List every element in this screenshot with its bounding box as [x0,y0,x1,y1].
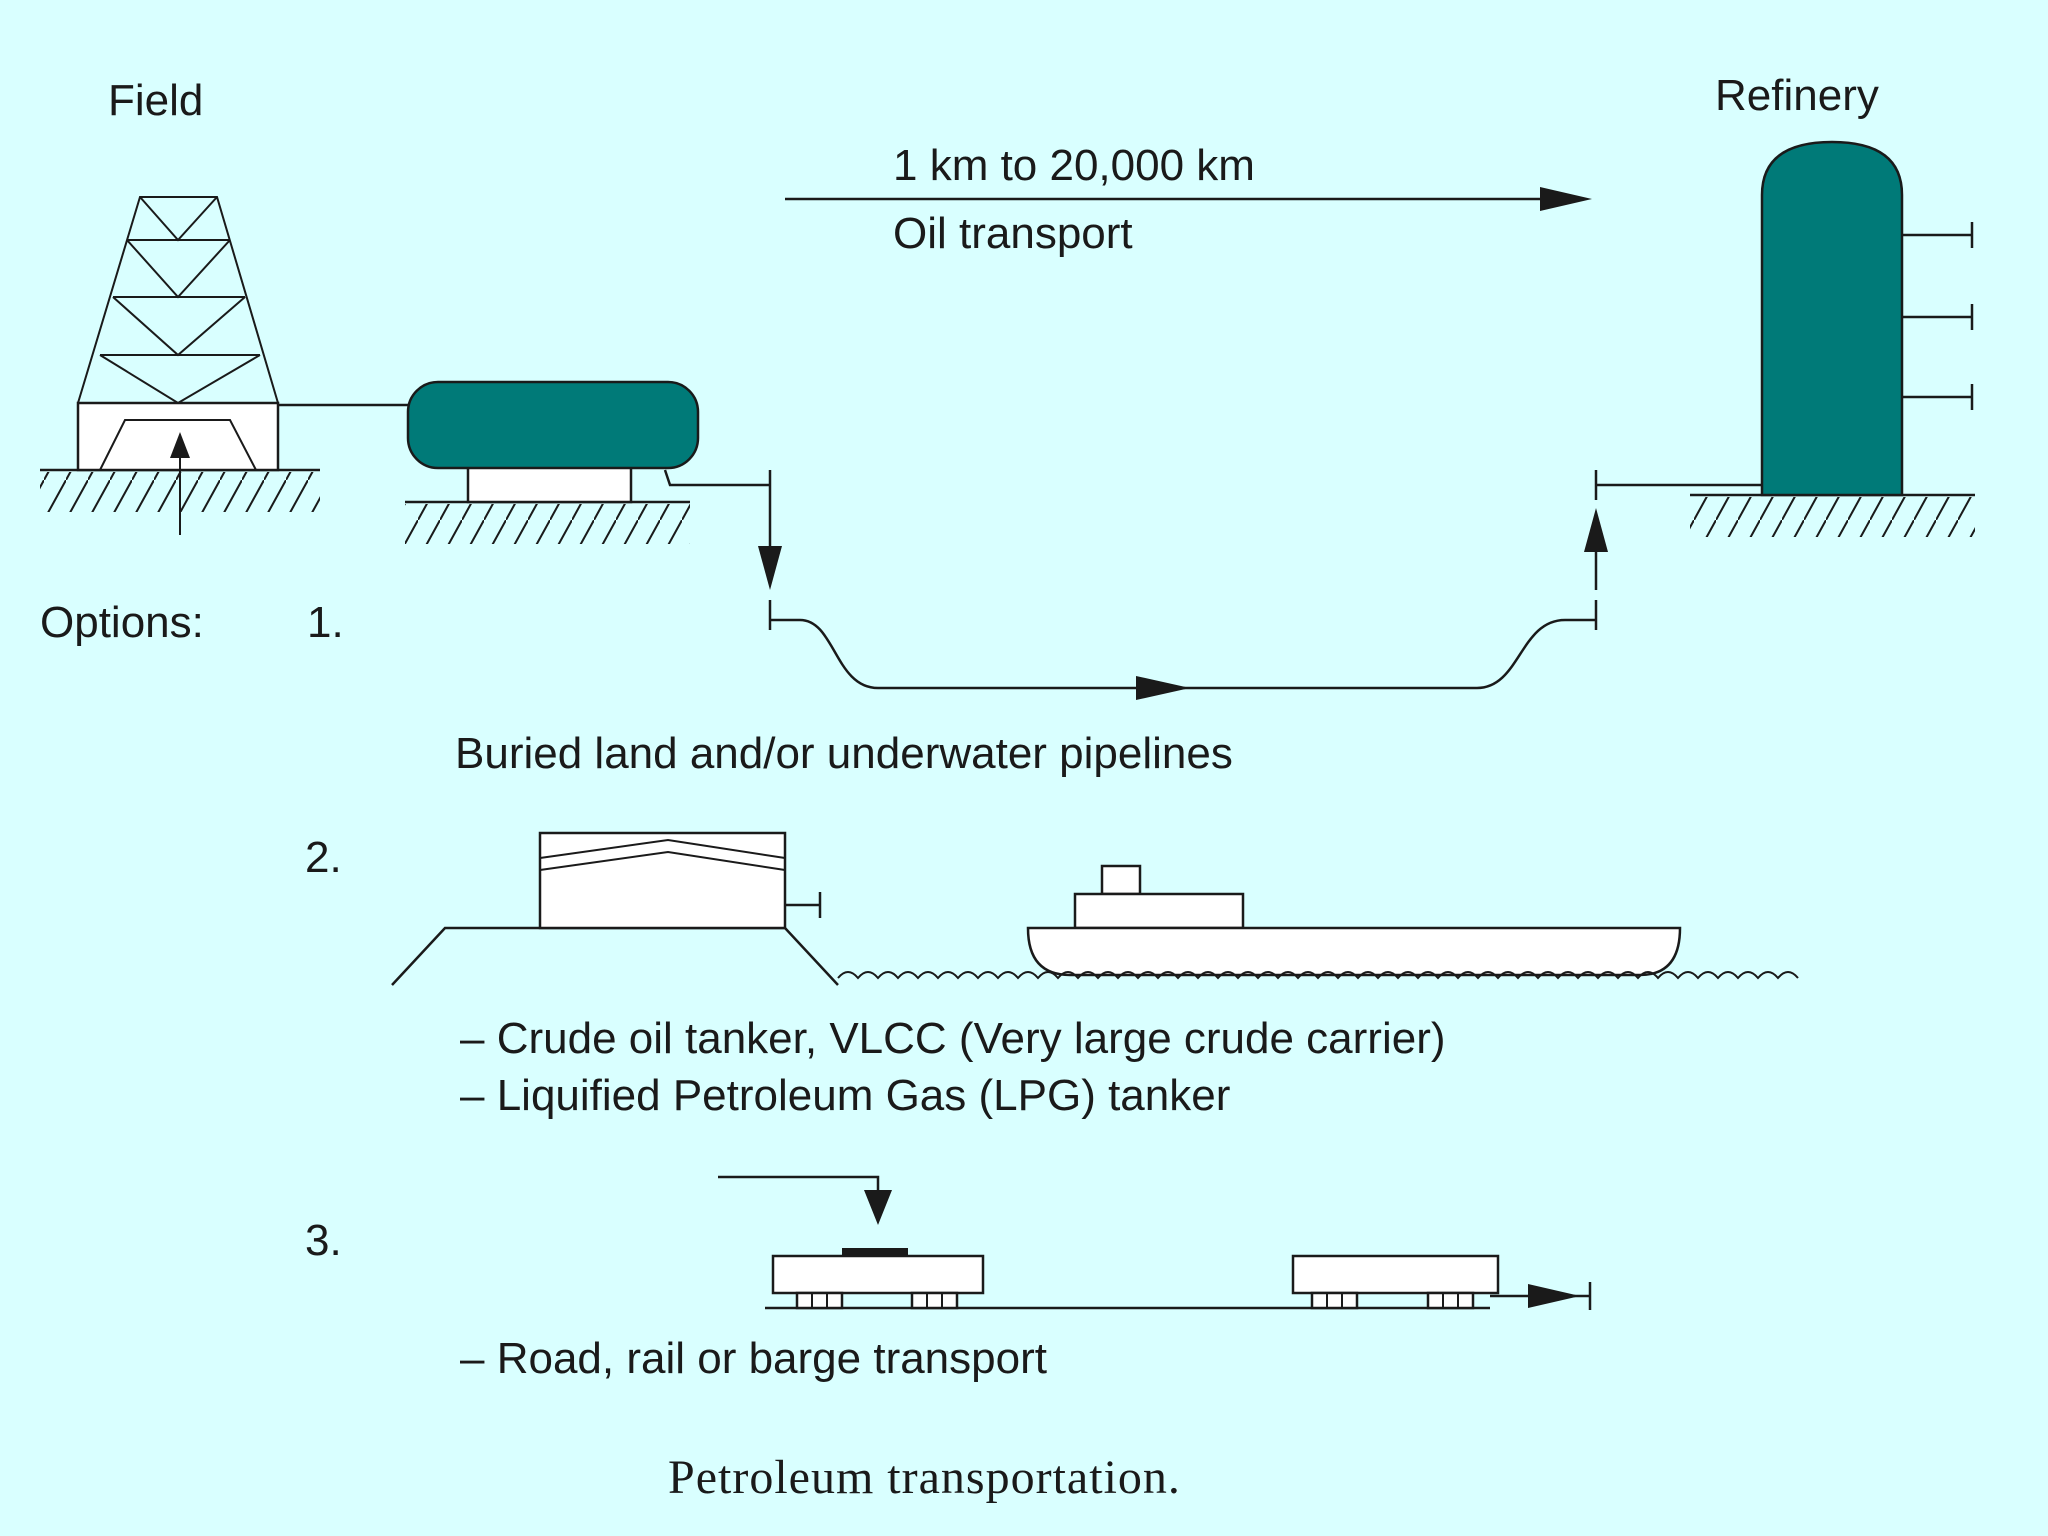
crude-oil-tanker [1026,864,1682,977]
refinery-column [1594,140,1975,537]
option2-line1: – Crude oil tanker, VLCC (Very large cru… [460,1014,1446,1063]
oil-derrick [40,196,320,535]
distance-label: 1 km to 20,000 km [893,141,1255,190]
options-label: Options: [40,598,204,647]
figure-caption: Petroleum transportation. [668,1451,1181,1504]
oil-transport-arrow [785,187,1592,211]
shore-terminal [391,831,839,986]
pipeline [758,500,1608,700]
sea-waves [837,971,1799,980]
option1-description: Buried land and/or underwater pipelines [455,729,1233,778]
field-storage-tank [405,380,772,544]
option2-number: 2. [305,833,342,882]
refinery-label: Refinery [1715,71,1879,120]
loading-arrow [718,1175,892,1225]
option2-line2: – Liquified Petroleum Gas (LPG) tanker [460,1071,1230,1120]
option3-description: – Road, rail or barge transport [460,1334,1047,1383]
oil-transport-label: Oil transport [893,209,1133,258]
field-label: Field [108,76,203,125]
option1-number: 1. [307,598,344,647]
option3-number: 3. [305,1216,342,1265]
rail-transport [765,1248,1592,1310]
